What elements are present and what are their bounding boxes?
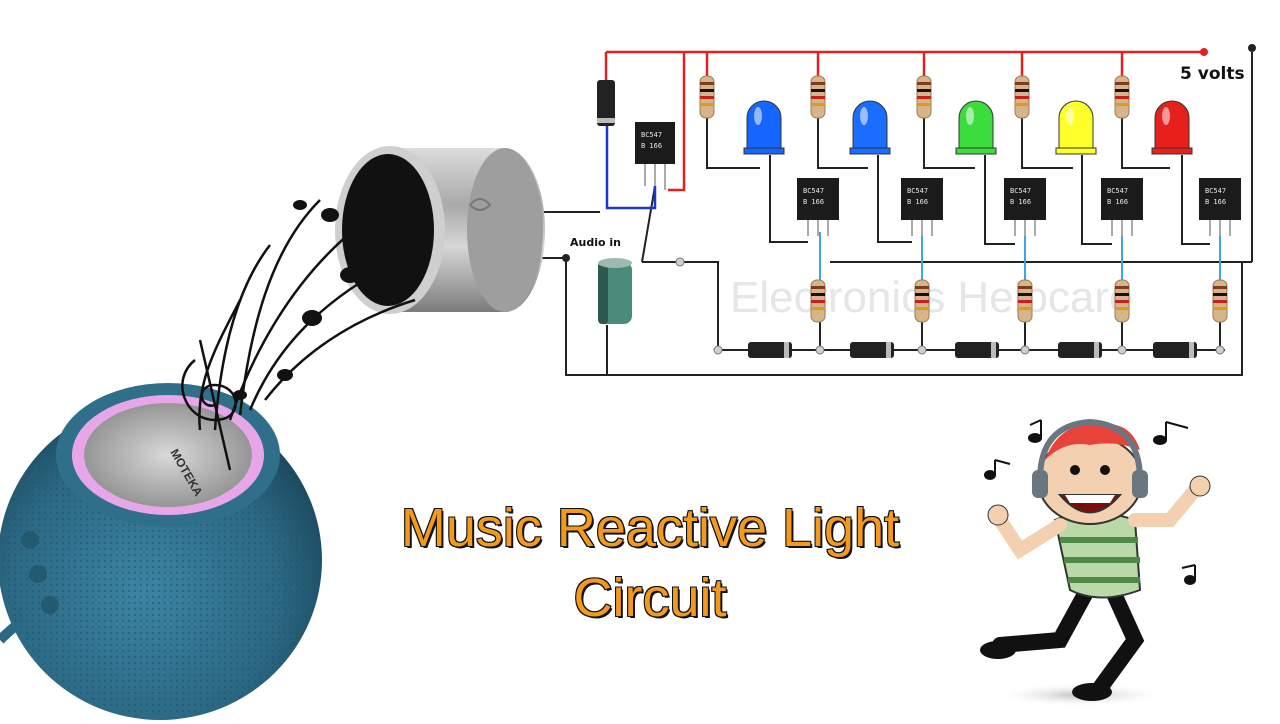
circuit-wires — [530, 52, 1253, 376]
led-5 — [1151, 100, 1193, 155]
resistor-bottom-2 — [914, 279, 930, 323]
resistor-bottom-5 — [1212, 279, 1228, 323]
resistor-top-4 — [1014, 75, 1030, 119]
svg-text:BC547: BC547 — [907, 187, 928, 195]
input-diode — [597, 80, 615, 126]
resistor-bottom-1 — [810, 279, 826, 323]
svg-text:BC547: BC547 — [1205, 187, 1226, 195]
svg-text:BC547: BC547 — [1107, 187, 1128, 195]
transistor-4: BC547 B 166 — [1101, 178, 1143, 236]
transistor-1: BC547 B 166 — [797, 178, 839, 236]
audio-in-node — [562, 254, 570, 262]
junctions — [675, 257, 1225, 355]
led-1 — [743, 100, 785, 155]
diode-5 — [1153, 342, 1197, 358]
transistor-row: BC547 B 166 BC547 B 166 BC547 B 166 BC547 B 166… — [797, 178, 1241, 236]
resistor-top-2 — [810, 75, 826, 119]
diode-4 — [1058, 342, 1102, 358]
input-transistor: BC547 B 166 — [635, 122, 675, 190]
svg-text:B 166: B 166 — [803, 198, 824, 206]
transistor-2: BC547 B 166 — [901, 178, 943, 236]
rail-node — [1248, 44, 1256, 52]
transistor-5: BC547 B 166 — [1199, 178, 1241, 236]
diode-2 — [850, 342, 894, 358]
svg-text:B 166: B 166 — [1107, 198, 1128, 206]
transistor-3: BC547 B 166 — [1004, 178, 1046, 236]
resistor-bottom-4 — [1114, 279, 1130, 323]
svg-text:BC547: BC547 — [803, 187, 824, 195]
resistor-top-5 — [1114, 75, 1130, 119]
electrolytic-capacitor — [598, 258, 632, 324]
positive-rail — [604, 50, 1204, 192]
svg-text:BC547: BC547 — [1010, 187, 1031, 195]
bottom-resistors — [810, 279, 1228, 323]
audio-in-label: Audio in — [570, 236, 621, 249]
svg-text:BC547: BC547 — [641, 131, 662, 139]
diode-chain — [748, 342, 1197, 358]
resistor-top-3 — [916, 75, 932, 119]
dancing-character — [980, 418, 1211, 707]
leds — [743, 100, 1193, 155]
led-4 — [1055, 100, 1097, 155]
led-3 — [955, 100, 997, 155]
top-resistors — [699, 75, 1130, 119]
microphone — [335, 146, 545, 314]
title-line-1: Music Reactive Light — [400, 497, 900, 559]
base-wires — [819, 232, 1221, 280]
svg-text:B 166: B 166 — [1205, 198, 1226, 206]
svg-text:B 166: B 166 — [1010, 198, 1031, 206]
svg-text:B 166: B 166 — [907, 198, 928, 206]
title-line-2: Circuit — [572, 567, 727, 629]
led-2 — [849, 100, 891, 155]
resistor-bottom-3 — [1017, 279, 1033, 323]
resistor-top-1 — [699, 75, 715, 119]
bluetooth-speaker: MOTEKA — [0, 383, 322, 720]
diode-3 — [955, 342, 999, 358]
diode-1 — [748, 342, 792, 358]
note-heads — [233, 200, 374, 400]
rail-node — [1200, 48, 1208, 56]
supply-voltage-label: 5 volts — [1180, 64, 1245, 84]
svg-text:B 166: B 166 — [641, 142, 662, 150]
watermark: Electronics Helpcare — [730, 273, 1134, 322]
signal-wire — [605, 125, 657, 210]
